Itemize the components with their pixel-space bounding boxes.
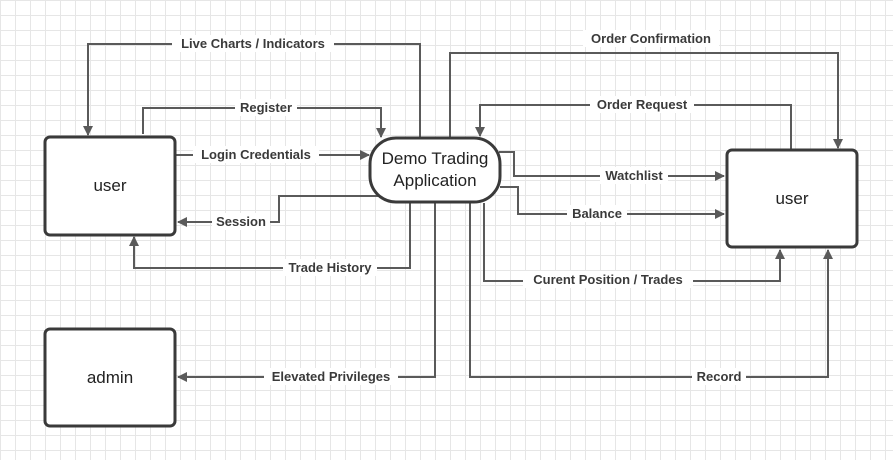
register-label: Register [235, 99, 297, 116]
current-position-label: Curent Position / Trades [523, 271, 693, 288]
elevated-privileges-text: Elevated Privileges [272, 369, 391, 384]
app-process-shape[interactable] [368, 136, 502, 204]
admin-label: admin [87, 368, 133, 387]
connector-labels: Live Charts / Indicators Register Login … [172, 30, 746, 385]
elevated-privileges-connector[interactable] [177, 203, 436, 382]
session-label: Session [212, 213, 270, 230]
label-background [600, 167, 668, 184]
user-right-box[interactable] [725, 148, 859, 249]
trade-history-connector[interactable] [129, 203, 411, 269]
live-charts-connector[interactable] [83, 43, 421, 137]
login-text: Login Credentials [201, 147, 311, 162]
trade-history-text: Trade History [288, 260, 372, 275]
label-background [172, 35, 334, 52]
user-left-node[interactable]: user [43, 135, 177, 237]
app-process-node[interactable]: Demo Trading Application [368, 136, 502, 204]
admin-node[interactable]: admin [43, 327, 177, 428]
label-background [523, 271, 693, 288]
label-background [235, 99, 297, 116]
current-position-text: Curent Position / Trades [533, 272, 683, 287]
order-confirmation-label: Order Confirmation [583, 30, 719, 47]
label-background [692, 368, 746, 385]
admin-box[interactable] [43, 327, 177, 428]
label-background [212, 213, 270, 230]
balance-text: Balance [572, 206, 622, 221]
label-background [264, 368, 398, 385]
user-right-label: user [775, 189, 808, 208]
order-request-text: Order Request [597, 97, 688, 112]
session-connector[interactable] [177, 195, 380, 227]
record-connector[interactable] [469, 203, 833, 378]
app-label-line2: Application [393, 171, 476, 190]
order-confirmation-connector[interactable] [449, 52, 843, 149]
live-charts-label: Live Charts / Indicators [172, 35, 334, 52]
record-label: Record [692, 368, 746, 385]
watchlist-label: Watchlist [600, 167, 668, 184]
label-background [590, 96, 694, 113]
label-background [283, 259, 377, 276]
balance-label: Balance [567, 205, 627, 222]
app-label-line1: Demo Trading [382, 149, 489, 168]
label-background [583, 30, 719, 47]
session-text: Session [216, 214, 266, 229]
user-left-label: user [93, 176, 126, 195]
record-text: Record [697, 369, 742, 384]
order-confirmation-text: Order Confirmation [591, 31, 711, 46]
register-text: Register [240, 100, 292, 115]
login-label: Login Credentials [193, 146, 319, 163]
live-charts-text: Live Charts / Indicators [181, 36, 325, 51]
label-background [193, 146, 319, 163]
watchlist-text: Watchlist [605, 168, 663, 183]
elevated-privileges-label: Elevated Privileges [264, 368, 398, 385]
trade-history-label: Trade History [283, 259, 377, 276]
user-right-node[interactable]: user [725, 148, 859, 249]
order-request-label: Order Request [590, 96, 694, 113]
user-left-box[interactable] [43, 135, 177, 237]
label-background [567, 205, 627, 222]
